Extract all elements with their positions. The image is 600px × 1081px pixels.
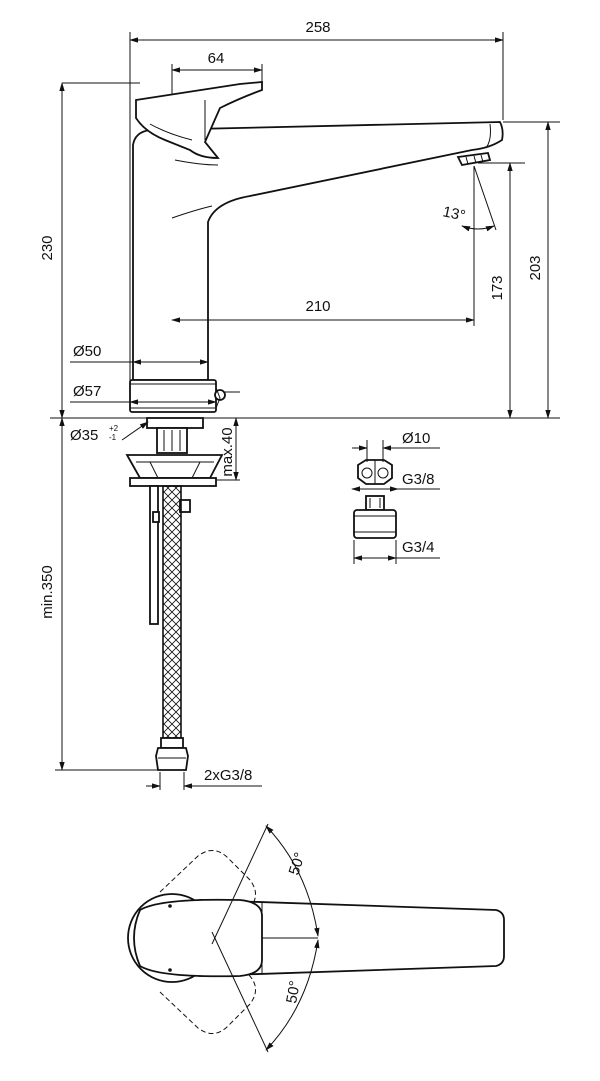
- mounting-assembly: [125, 417, 224, 513]
- dim-G34-label: G3/4: [402, 539, 435, 556]
- plan-view: 50° 50°: [127, 823, 505, 1053]
- dim-64-label: 64: [208, 50, 225, 67]
- dim-dia50-label: Ø50: [73, 343, 101, 360]
- dim-dia10-label: Ø10: [402, 430, 430, 447]
- dim-G38-label: G3/8: [402, 471, 435, 488]
- dim-203-label: 203: [527, 255, 544, 280]
- braided-hose: [155, 485, 189, 771]
- adapter-body: [353, 495, 397, 539]
- dim-dia57-label: Ø57: [73, 383, 101, 400]
- dim-min350-label: min.350: [39, 565, 56, 618]
- dim-64: 64: [171, 50, 263, 73]
- dim-min350: min.350: [39, 417, 65, 771]
- dim-2xG38-label: 2xG3/8: [204, 767, 252, 784]
- lever-rotated-upper: [159, 850, 256, 945]
- dim-G38: G3/8: [351, 471, 440, 492]
- adapter-detail: Ø10 G3/8 G3/4: [351, 430, 440, 564]
- supply-pipe: [149, 485, 160, 625]
- dim-dia50: Ø50: [70, 343, 209, 365]
- dim-50deg-upper: 50°: [211, 823, 320, 945]
- dim-210-label: 210: [305, 298, 330, 315]
- dim-dia57: Ø57: [70, 383, 217, 405]
- dim-173: 173: [489, 162, 513, 419]
- dim-210: 210: [171, 298, 475, 323]
- dim-dia35-tol-plus: +2: [109, 424, 119, 433]
- side-elevation: 258 64 230 203 173 210 13°: [39, 19, 560, 790]
- dim-230-label: 230: [39, 235, 56, 260]
- dim-13deg: 13°: [441, 165, 497, 232]
- dim-258: 258: [129, 19, 504, 43]
- lever-rotated-lower: [159, 939, 256, 1034]
- dim-258-label: 258: [305, 19, 330, 36]
- plan-body: [127, 893, 263, 983]
- dim-dia35-label: Ø35: [70, 427, 98, 444]
- dim-dia35: Ø35 +2 -1: [70, 421, 149, 444]
- dim-max40: max.40: [219, 417, 239, 481]
- adapter-nut: [357, 459, 393, 485]
- dim-203: 203: [527, 121, 551, 419]
- faucet-body: [132, 121, 504, 381]
- dim-dia10: Ø10: [352, 430, 440, 462]
- dim-50deg-lower-label: 50°: [283, 979, 304, 1004]
- dim-2xG38: 2xG3/8: [146, 767, 262, 789]
- dim-max40-label: max.40: [219, 427, 236, 476]
- dim-G34: G3/4: [353, 539, 440, 564]
- dim-230: 230: [39, 82, 65, 419]
- dim-50deg-lower: 50°: [211, 931, 320, 1053]
- dim-173-label: 173: [489, 275, 506, 300]
- dim-50deg-upper-label: 50°: [286, 850, 309, 877]
- base-ring: [129, 379, 226, 413]
- lever-handle: [135, 81, 263, 159]
- dim-13deg-label: 13°: [441, 203, 467, 224]
- dim-dia35-tol-minus: -1: [109, 433, 117, 442]
